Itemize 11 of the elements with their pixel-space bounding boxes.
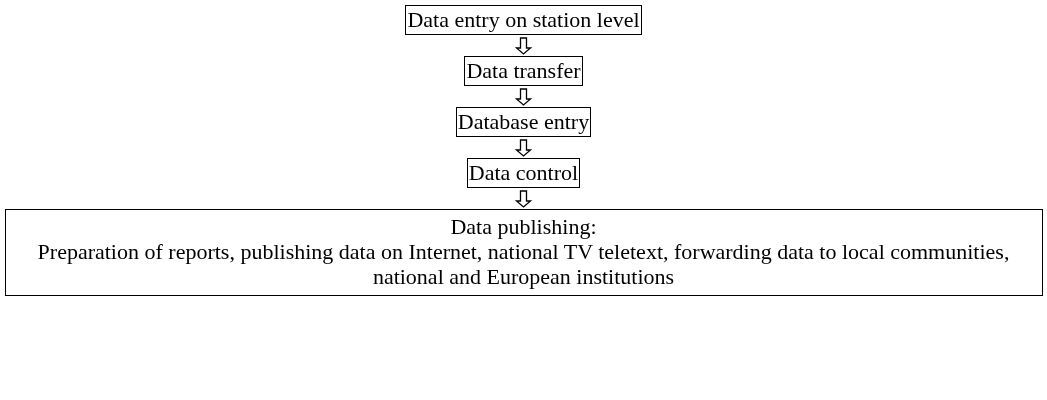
box-title: Data control: [468, 160, 579, 185]
box-title: Data entry on station level: [407, 7, 640, 32]
arrow: [514, 190, 533, 208]
process-box: [4, 209, 1043, 296]
arrow: [514, 139, 533, 157]
arrow: [514, 37, 533, 55]
box-title: Data publishing:: [449, 214, 598, 239]
arrow: [514, 88, 533, 106]
box-title: Data transfer: [466, 58, 581, 83]
box-title: Database entry: [457, 109, 590, 134]
box-description: Preparation of reports, publishing data on Internet, national TV teletext, forwarding data to local communities, national and European institutions: [36, 239, 1011, 289]
